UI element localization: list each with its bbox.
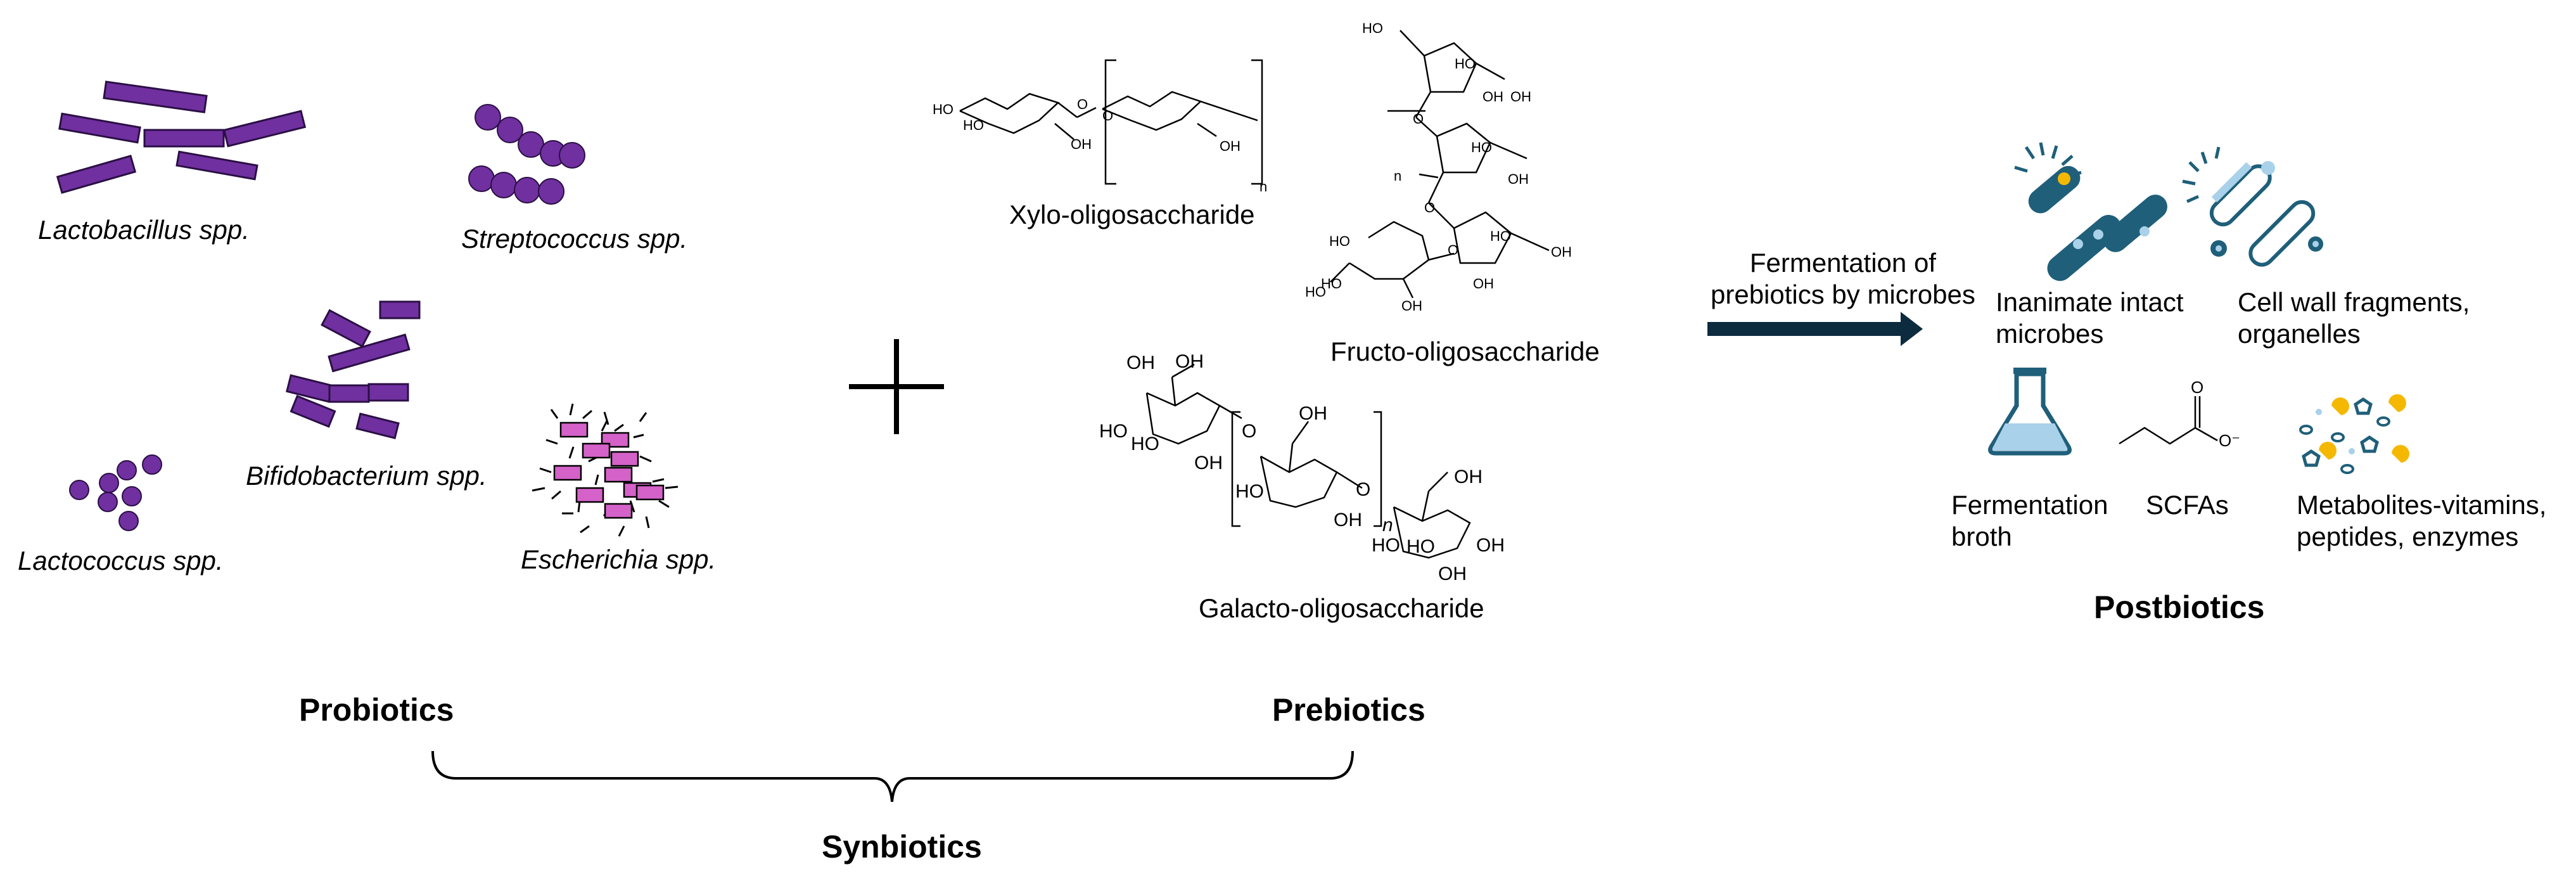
lactobacillus-label: Lactobacillus spp. [38,215,250,245]
fermentation-broth-label: Fermentation broth [1951,490,2108,552]
svg-text:OH: OH [1126,352,1155,373]
svg-text:OH: OH [1476,535,1505,556]
fermentation-arrow-label: Fermentation of prebiotics by microbes [1711,248,1975,310]
svg-text:HO: HO [1372,535,1400,556]
postbiotics-heading: Postbiotics [2094,589,2265,625]
svg-text:OH: OH [1401,298,1422,314]
svg-text:HO: HO [1455,56,1476,72]
cell-wall-fragments-label: Cell wall fragments, organelles [2238,287,2470,349]
lactococcus-label: Lactococcus spp. [18,546,224,576]
synbiotics-brace [431,750,1354,802]
galacto-atom-labels: OH OH HO HO OH O OH HO OH O OH n HO OH O… [1099,351,1505,584]
fructo-oligosaccharide-structure [1330,30,1550,299]
svg-text:OH: OH [1454,466,1482,487]
bifidobacterium-icon [286,300,421,439]
svg-text:O: O [1413,111,1424,127]
svg-text:HO: HO [933,101,953,117]
lactococcus-icon [69,454,162,531]
svg-text:n: n [1382,515,1393,536]
svg-text:O: O [1242,421,1256,442]
svg-text:HO: HO [1362,20,1383,36]
svg-text:OH: OH [1175,351,1204,372]
inanimate-microbes-icon [2014,142,2167,281]
fermentation-arrow [1707,312,1923,346]
svg-text:HO: HO [1329,233,1350,249]
svg-text:O: O [1102,108,1113,124]
bifidobacterium-label: Bifidobacterium spp. [246,461,487,491]
svg-text:O: O [1424,200,1435,215]
svg-text:HO: HO [1305,284,1326,300]
svg-text:OH: OH [1473,276,1494,292]
svg-text:OH: OH [1551,244,1572,260]
svg-text:HO: HO [1471,139,1492,155]
svg-text:O: O [1448,242,1458,258]
svg-text:n: n [1259,179,1267,195]
metabolites-label: Metabolites-vitamins, peptides, enzymes [2297,490,2547,552]
escherichia-label: Escherichia spp. [521,544,717,574]
cell-wall-fragments-icon [2182,146,2323,267]
svg-text:HO: HO [1406,536,1435,557]
svg-text:OH: OH [1510,89,1531,105]
xylo-oligosaccharide-structure [959,59,1263,185]
svg-text:OH: OH [1071,136,1092,152]
galacto-label: Galacto-oligosaccharide [1199,593,1484,623]
xylo-label: Xylo-oligosaccharide [1009,200,1255,229]
scfa-structure [2119,396,2218,445]
metabolites-icon [2299,394,2409,474]
svg-text:OH: OH [1508,171,1529,187]
svg-text:HO: HO [1321,276,1342,292]
svg-text:HO: HO [1490,228,1511,244]
inanimate-microbes-label: Inanimate intact microbes [1996,287,2184,349]
svg-text:O: O [1356,479,1370,500]
fructo-atom-labels: HO HO OH OH O n HO OH O HO OH OH O HO HO… [1305,20,1572,314]
plus-icon [849,339,944,434]
svg-text:HO: HO [1235,481,1264,502]
escherichia-icon [532,403,679,537]
scfa-carboxylate-o: O⁻ [2219,431,2240,450]
svg-text:n: n [1394,168,1401,184]
svg-text:OH: OH [1194,453,1223,473]
svg-text:HO: HO [1131,434,1159,454]
svg-text:OH: OH [1438,563,1467,584]
svg-text:OH: OH [1334,510,1362,531]
svg-text:HO: HO [963,117,984,133]
lactobacillus-icon [56,80,307,194]
streptococcus-label: Streptococcus spp. [461,224,688,254]
galacto-oligosaccharide-structure [1145,363,1471,559]
svg-text:HO: HO [1099,421,1128,442]
probiotics-heading: Probiotics [299,692,454,728]
xylo-atom-labels: HO HO OH O OH O n [933,96,1267,195]
svg-text:OH: OH [1482,89,1503,105]
synbiotics-heading: Synbiotics [822,829,982,865]
fructo-label: Fructo-oligosaccharide [1330,337,1600,366]
scfa-carbonyl-o: O [2191,378,2204,397]
svg-text:OH: OH [1299,403,1327,424]
svg-text:O: O [1077,96,1088,112]
svg-text:OH: OH [1220,138,1240,154]
scfas-label: SCFAs [2146,490,2229,520]
prebiotics-heading: Prebiotics [1272,692,1425,728]
streptococcus-icon [468,104,585,205]
flask-icon [1988,368,2072,456]
